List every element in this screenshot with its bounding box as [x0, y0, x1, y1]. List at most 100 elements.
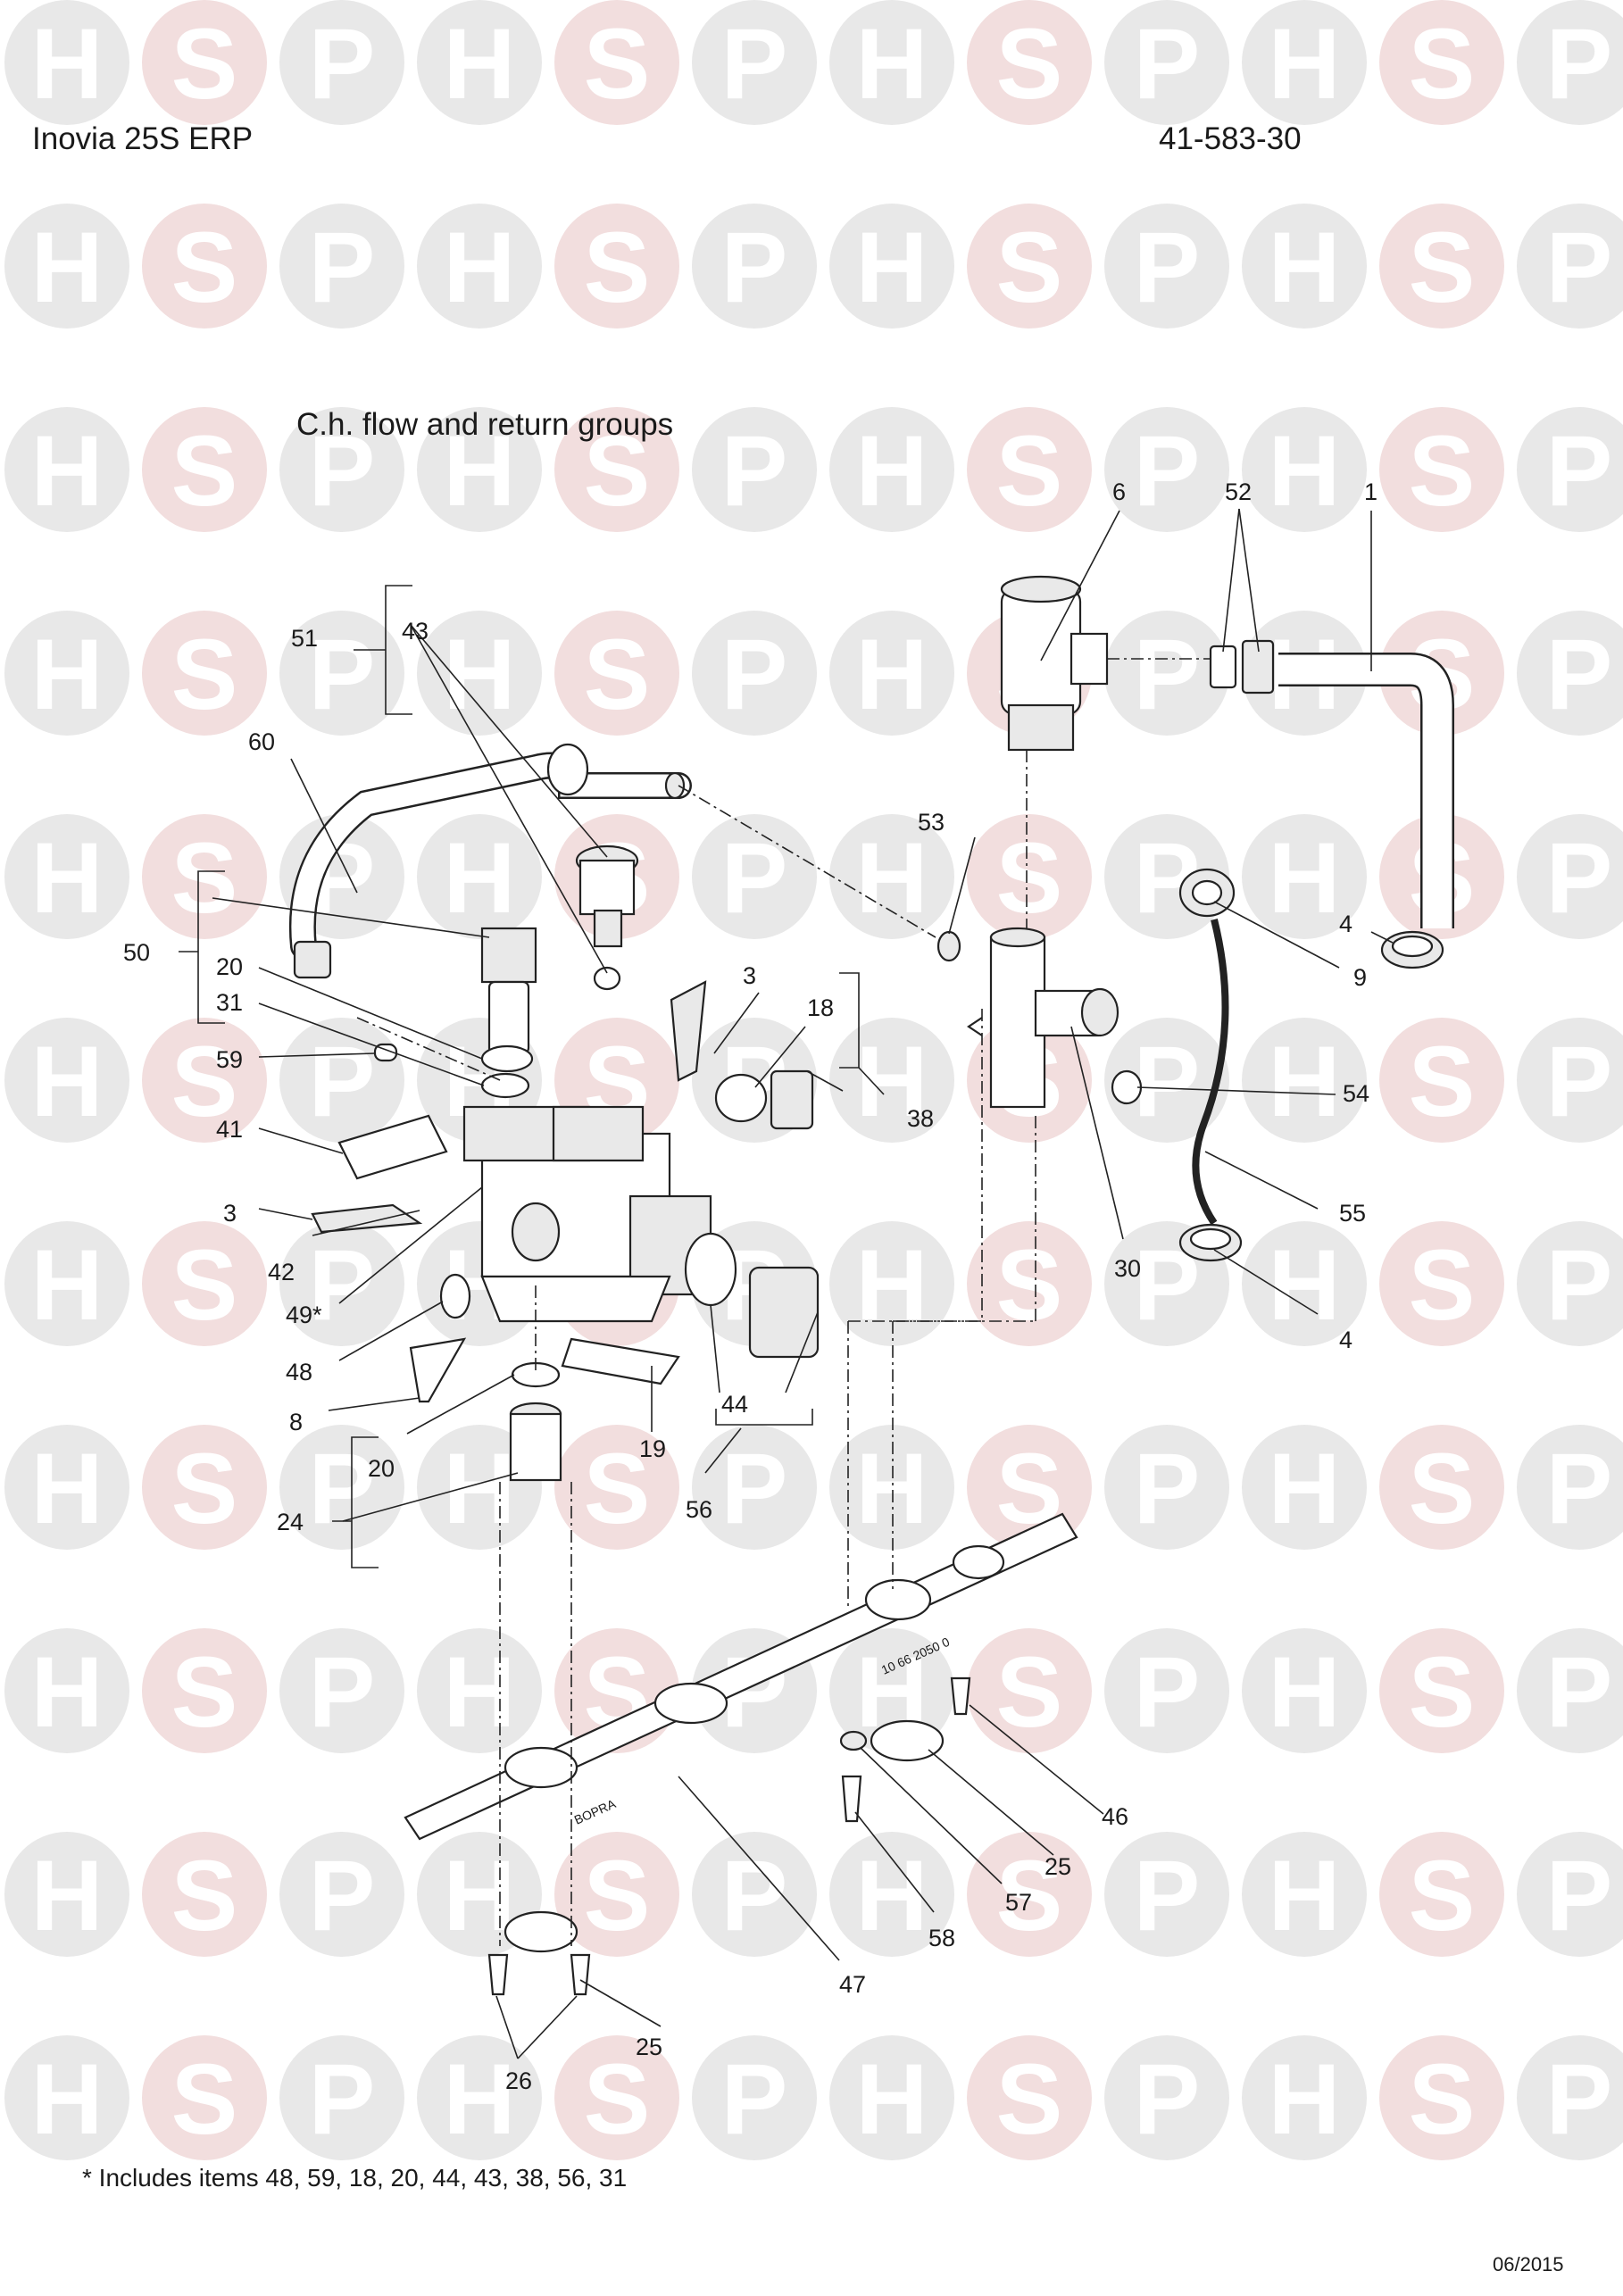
callout-20-top[interactable]: 20: [216, 953, 243, 980]
watermark-circle: [967, 1628, 1092, 1753]
watermark-circle: [4, 1832, 129, 1957]
watermark-circle: [1104, 407, 1229, 532]
part-57-washer[interactable]: [839, 1730, 868, 1751]
part-3-clip-left[interactable]: [311, 1203, 423, 1234]
part-19-clip[interactable]: [561, 1337, 680, 1385]
callout-43[interactable]: 43: [402, 618, 429, 645]
part-24-connector[interactable]: [509, 1402, 562, 1482]
part-4-seal-top[interactable]: [1380, 930, 1444, 969]
callout-42[interactable]: 42: [268, 1259, 295, 1285]
watermark-circle: [417, 0, 542, 125]
callout-31[interactable]: 31: [216, 989, 243, 1016]
callout-19[interactable]: 19: [639, 1435, 666, 1462]
part-26-screw-left[interactable]: [487, 1953, 509, 1996]
part-58-screw[interactable]: [841, 1775, 862, 1823]
watermark-letter: P: [309, 1229, 376, 1341]
part-6-valve[interactable]: [1000, 575, 1109, 752]
watermark-circle: [279, 1832, 404, 1957]
watermark-letter: H: [31, 415, 104, 527]
callout-54[interactable]: 54: [1343, 1080, 1369, 1107]
callout-26[interactable]: 26: [505, 2067, 532, 2094]
callout-9[interactable]: 9: [1353, 964, 1367, 991]
part-50-cartridge[interactable]: [480, 927, 537, 1055]
callout-59[interactable]: 59: [216, 1046, 243, 1073]
callout-labels: 6 52 1 51 43 60 53 4 9 50 20 31 3 18 59 …: [123, 478, 1377, 2094]
watermark-circle: [967, 814, 1092, 939]
part-54-o-ring[interactable]: [1111, 1069, 1143, 1105]
callout-58[interactable]: 58: [928, 1925, 955, 1951]
callout-4-bottom[interactable]: 4: [1339, 1327, 1352, 1353]
part-9-hose-fitting[interactable]: [1178, 868, 1236, 918]
part-18-cartridge[interactable]: [714, 1069, 814, 1130]
part-3-clip-right[interactable]: [670, 980, 707, 1082]
watermark-circle: [142, 1221, 267, 1346]
part-8-clip[interactable]: [409, 1337, 467, 1403]
callout-60[interactable]: 60: [248, 728, 275, 755]
watermark-letter: S: [171, 8, 238, 120]
callout-53[interactable]: 53: [918, 809, 945, 836]
callout-3-right[interactable]: 3: [743, 962, 756, 989]
callout-48[interactable]: 48: [286, 1359, 312, 1385]
callout-18[interactable]: 18: [807, 994, 834, 1021]
part-51-sensor[interactable]: [575, 844, 639, 948]
watermark-letter: H: [31, 1840, 104, 1951]
callout-57[interactable]: 57: [1005, 1889, 1032, 1916]
watermark-circle: [1517, 611, 1623, 736]
watermark-letter: P: [1134, 619, 1201, 730]
part-47-mounting-plate[interactable]: BOPRA 10 66 2050 0: [404, 1512, 1078, 1841]
callout-51[interactable]: 51: [291, 625, 318, 652]
callout-1[interactable]: 1: [1364, 478, 1377, 505]
part-46-screw[interactable]: [950, 1676, 971, 1716]
part-44-pump-cartridge[interactable]: [684, 1232, 820, 1359]
watermark-circle: [1379, 204, 1504, 329]
part-30-tee-fitting[interactable]: [967, 927, 1119, 1109]
watermark-letter: S: [171, 1636, 238, 1748]
callout-41[interactable]: 41: [216, 1116, 243, 1143]
part-52-fittings[interactable]: [1209, 639, 1275, 695]
part-20-o-ring-top[interactable]: [480, 1072, 530, 1099]
callout-25-left[interactable]: 25: [636, 2034, 662, 2060]
callout-20-bottom[interactable]: 20: [368, 1455, 395, 1482]
callout-55[interactable]: 55: [1339, 1200, 1366, 1227]
watermark-letter: H: [1269, 1636, 1341, 1748]
watermark-letter: H: [1269, 1840, 1341, 1951]
part-31-o-ring[interactable]: [480, 1044, 534, 1073]
watermark-circle: [279, 204, 404, 329]
part-49-hydraulic-block[interactable]: [462, 1105, 712, 1323]
callout-4-top[interactable]: 4: [1339, 911, 1352, 937]
watermark-letter: P: [1546, 619, 1613, 730]
watermark-circle: [1517, 1425, 1623, 1550]
part-41-clip[interactable]: [337, 1114, 448, 1180]
callout-44[interactable]: 44: [721, 1391, 748, 1418]
callout-8[interactable]: 8: [289, 1409, 303, 1435]
watermark-letter: P: [721, 212, 788, 323]
watermark-circle: [1104, 1832, 1229, 1957]
part-25-washer-right[interactable]: [870, 1719, 945, 1762]
callout-49[interactable]: 49*: [286, 1302, 322, 1328]
watermark-circle: [554, 0, 679, 125]
part-26-screw-right[interactable]: [570, 1953, 591, 1996]
model-title: Inovia 25S ERP: [32, 121, 254, 156]
part-48-o-ring[interactable]: [439, 1273, 471, 1319]
callout-24[interactable]: 24: [277, 1509, 304, 1535]
callout-6[interactable]: 6: [1112, 478, 1126, 505]
watermark-circle: [1242, 2035, 1367, 2160]
callout-38[interactable]: 38: [907, 1105, 934, 1132]
part-25-washer-left[interactable]: [504, 1910, 578, 1953]
callout-3-left[interactable]: 3: [223, 1200, 237, 1227]
watermark-letter: S: [1409, 8, 1476, 120]
callout-50[interactable]: 50: [123, 939, 150, 966]
part-53-washer[interactable]: [936, 930, 961, 962]
part-60-flow-tube[interactable]: [288, 743, 692, 979]
callout-25-right[interactable]: 25: [1045, 1853, 1071, 1880]
callout-47[interactable]: 47: [839, 1971, 866, 1998]
part-43-o-ring[interactable]: [593, 966, 621, 991]
watermark-circle: [142, 0, 267, 125]
callout-46[interactable]: 46: [1102, 1803, 1128, 1830]
callout-30[interactable]: 30: [1114, 1255, 1141, 1282]
part-55-flexible-hose[interactable]: [1192, 919, 1229, 1226]
callout-52[interactable]: 52: [1225, 478, 1252, 505]
callout-56[interactable]: 56: [686, 1496, 712, 1523]
part-1-elbow-pipe[interactable]: [1278, 653, 1454, 928]
part-4-seal-bottom[interactable]: [1178, 1223, 1243, 1262]
